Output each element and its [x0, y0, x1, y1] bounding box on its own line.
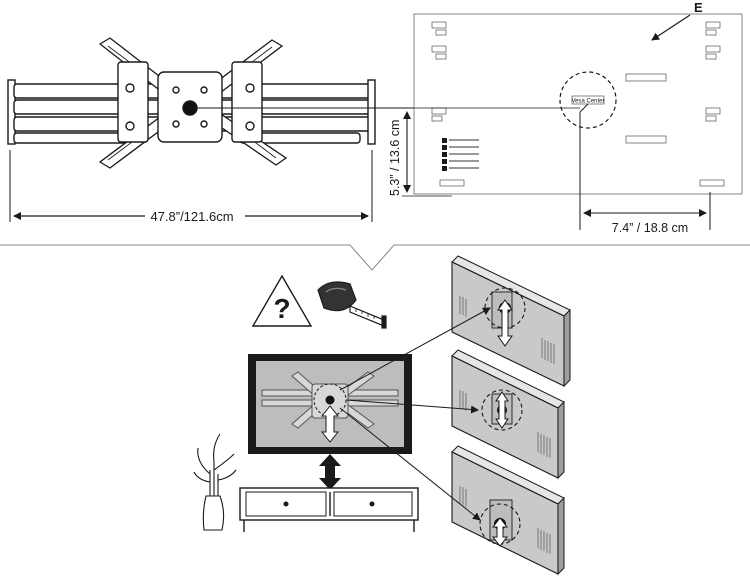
- tape-measure-icon: [317, 281, 387, 329]
- height-adjust-arrow-icon: [319, 454, 341, 490]
- width-dimension-label: 47.8”/121.6cm: [150, 209, 233, 224]
- wall-view-top: [451, 255, 571, 388]
- template-letter: E: [694, 0, 703, 15]
- plant-icon: [193, 433, 237, 531]
- vertical-dimension: 5.3” / 13.6 cm: [388, 107, 580, 197]
- width-dimension: 47.8”/121.6cm: [9, 150, 373, 225]
- wall-view-bottom: [451, 445, 565, 576]
- screen-up-down-arrow-icon: [320, 405, 340, 443]
- mount-arm-top-view: [7, 37, 376, 169]
- section-separator: [0, 244, 750, 271]
- pointer-lines: [339, 307, 491, 521]
- horizontal-offset-dimension: 7.4” / 18.8 cm: [579, 112, 711, 235]
- mounting-template: Vesa Center: [413, 13, 743, 195]
- question-warning-icon: ?: [251, 274, 313, 327]
- horizontal-offset-label: 7.4” / 18.8 cm: [612, 221, 688, 235]
- tv-console: [239, 487, 419, 532]
- wall-view-middle: [451, 349, 565, 480]
- template-pointer-arrow: [651, 14, 691, 41]
- vertical-dimension-label: 5.3” / 13.6 cm: [388, 120, 402, 196]
- svg-text:?: ?: [273, 293, 290, 324]
- vesa-center-circle: [559, 71, 617, 129]
- vesa-center-label: Vesa Center: [571, 99, 604, 105]
